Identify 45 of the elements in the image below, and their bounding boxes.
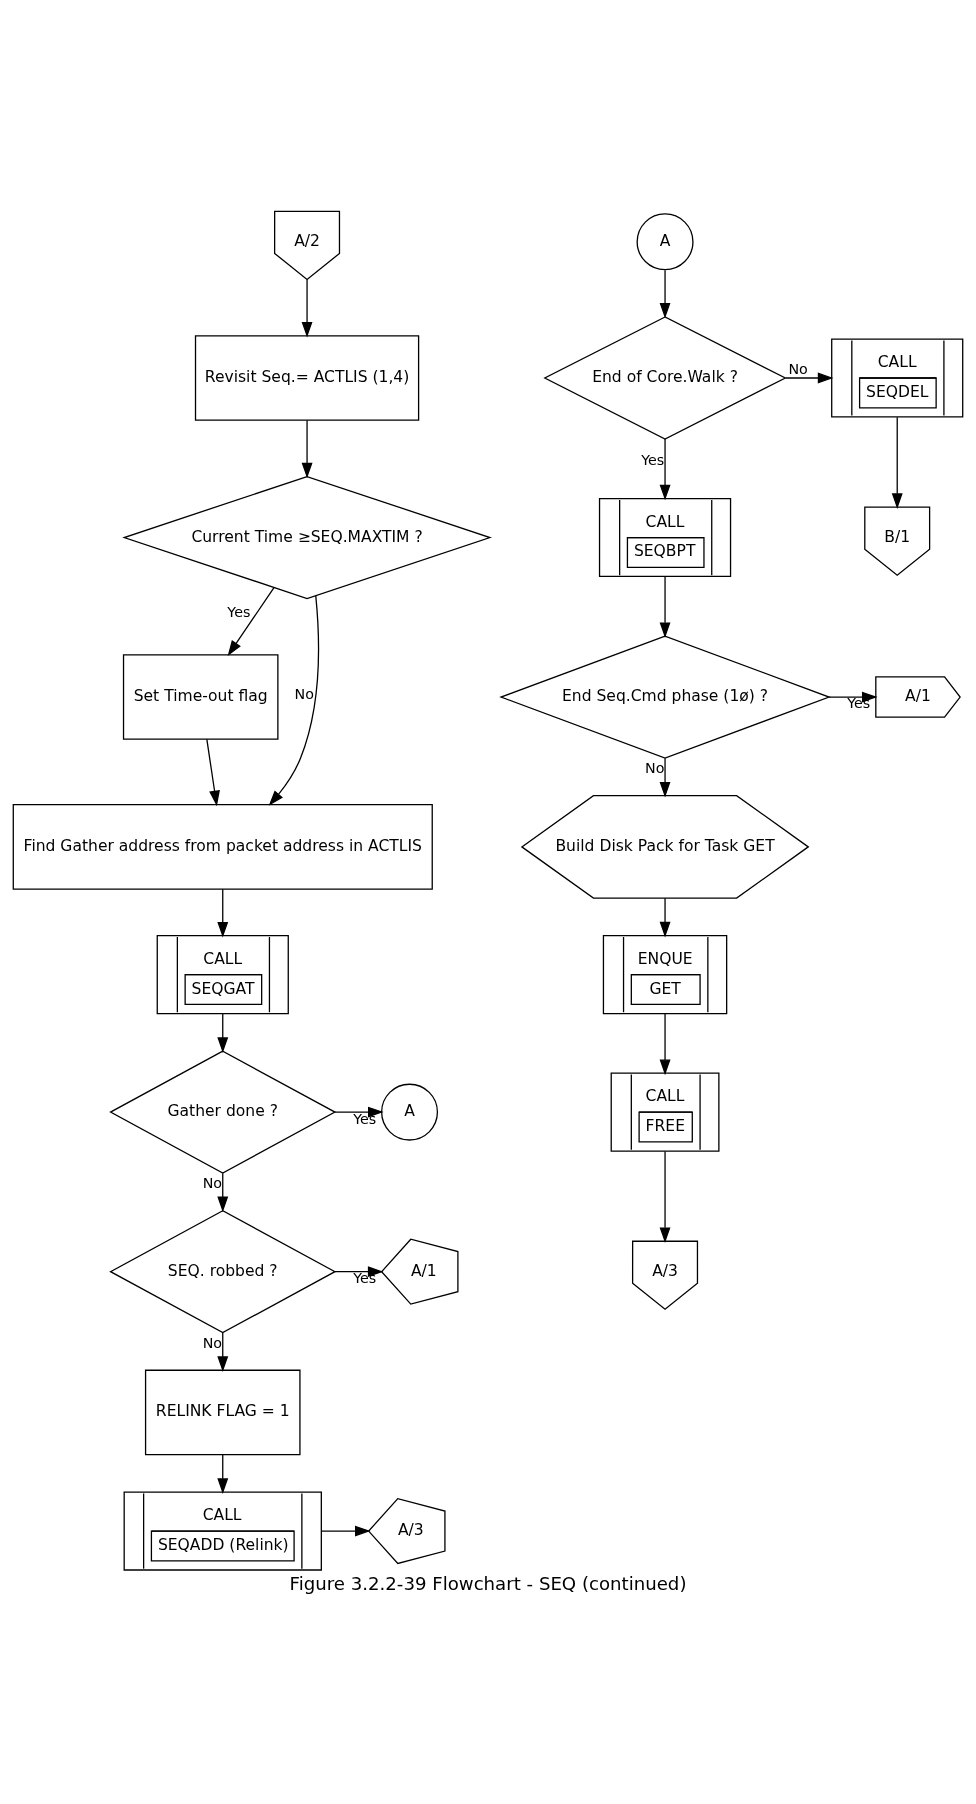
arrow <box>217 1013 229 1053</box>
arrow <box>320 1525 371 1537</box>
arrow <box>785 372 834 384</box>
edge-label: Yes <box>847 695 871 712</box>
node-diamond: End Seq.Cmd phase (1ø) ? <box>499 635 831 759</box>
node-diamond: Gather done ? <box>109 1050 337 1174</box>
arrow <box>659 1013 671 1076</box>
arrow <box>206 738 220 807</box>
node-circle: A <box>636 213 694 271</box>
arrow <box>828 691 878 703</box>
edge-label: No <box>202 1334 223 1351</box>
edge-label: Yes <box>353 1270 377 1287</box>
arrow <box>217 1332 229 1372</box>
arrow <box>227 586 275 657</box>
node-box: Set Time-out flag <box>122 654 279 740</box>
node-diamond: SEQ. robbed ? <box>109 1209 337 1334</box>
arrow <box>334 1266 384 1278</box>
node-diamond: Current Time ≥SEQ.MAXTIM ? <box>122 475 492 600</box>
edge-label: No <box>644 759 665 776</box>
node-circle: A <box>381 1083 439 1141</box>
arrow <box>659 897 671 938</box>
arrow <box>217 1453 229 1494</box>
arrow <box>217 888 229 938</box>
caption: Figure 3.2.2-39 Flowchart - SEQ (continued) <box>289 1572 687 1594</box>
arrow <box>659 1150 671 1244</box>
arrow <box>891 416 903 509</box>
arrow <box>268 595 320 806</box>
edge-label: No <box>788 360 808 377</box>
edge-label: Yes <box>641 451 665 468</box>
edge-label: Yes <box>227 604 251 621</box>
arrow <box>659 576 671 639</box>
arrow <box>659 269 671 319</box>
arrow <box>217 1172 229 1213</box>
edge-label: No <box>294 686 314 703</box>
arrow <box>659 757 671 798</box>
node-box: RELINK FLAG = 1 <box>144 1369 301 1456</box>
arrow <box>301 278 313 338</box>
edge-label: No <box>202 1174 223 1191</box>
arrow <box>334 1106 384 1118</box>
node-box: Revisit Seq.= ACTLIS (1,4) <box>194 335 420 421</box>
edge-label: Yes <box>353 1110 377 1127</box>
arrow <box>659 438 671 501</box>
arrow <box>301 419 313 479</box>
node-diamond: End of Core.Walk ? <box>543 316 787 440</box>
node-box: Find Gather address from packet address in ACTLIS <box>12 804 433 890</box>
